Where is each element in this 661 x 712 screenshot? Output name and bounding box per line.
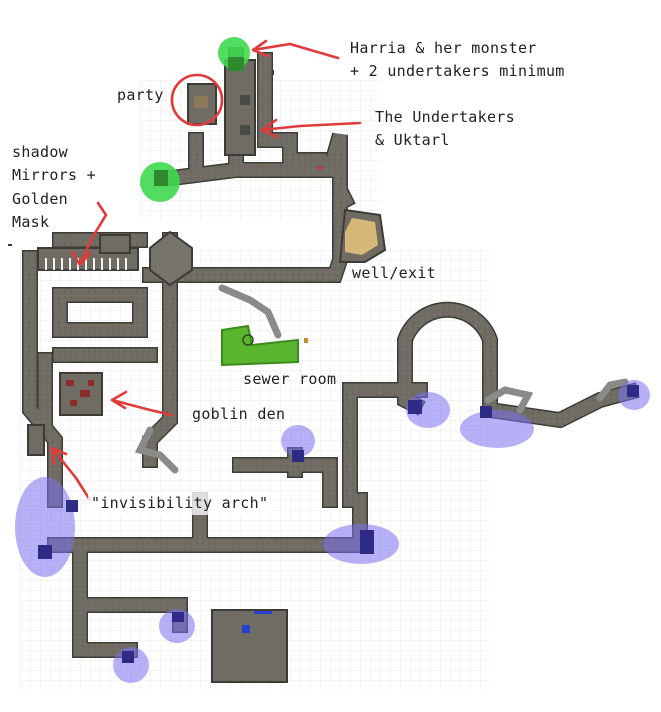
rooms: [27, 59, 387, 683]
pit-south-1-marker: [159, 609, 195, 643]
arch-west-marker: [15, 477, 75, 577]
square-chamber: [211, 609, 288, 683]
octagon-room: [149, 230, 193, 287]
pit-center-marker: [281, 425, 315, 457]
invisibility-arch-label: "invisibility arch": [88, 492, 272, 516]
sand-floor: [345, 218, 378, 255]
party-circle-icon: [170, 73, 224, 127]
small-marks: [8, 70, 322, 246]
undertakers-label: The Undertakers & Uktarl: [375, 108, 515, 150]
sewer-room-floor: [221, 324, 299, 367]
pit-east-marker: [460, 410, 534, 448]
harria-label: Harria & her monster + 2 undertakers min…: [350, 39, 565, 81]
rubble-tunnels: [134, 284, 629, 474]
party-table: [194, 96, 208, 108]
goblin-den-debris: [66, 380, 94, 406]
red-arrow-icon: [110, 390, 174, 417]
red-annotations: [50, 39, 362, 502]
shadow-mirrors-label: shadow Mirrors + Golden Mask: [12, 143, 96, 231]
party-label: party: [117, 86, 164, 104]
red-arrow-icon: [50, 446, 92, 502]
undertakers-hall: [224, 59, 256, 156]
goblin-den-label: goblin den: [192, 405, 286, 423]
red-arrow-icon: [70, 201, 108, 267]
well-exit-label: well/exit: [352, 264, 436, 282]
sewer-room-label: sewer room: [243, 370, 337, 388]
red-arrow-icon: [260, 118, 362, 139]
blue-markers: [15, 380, 650, 683]
red-arrow-icon: [251, 39, 340, 60]
green-markers: [140, 37, 250, 202]
